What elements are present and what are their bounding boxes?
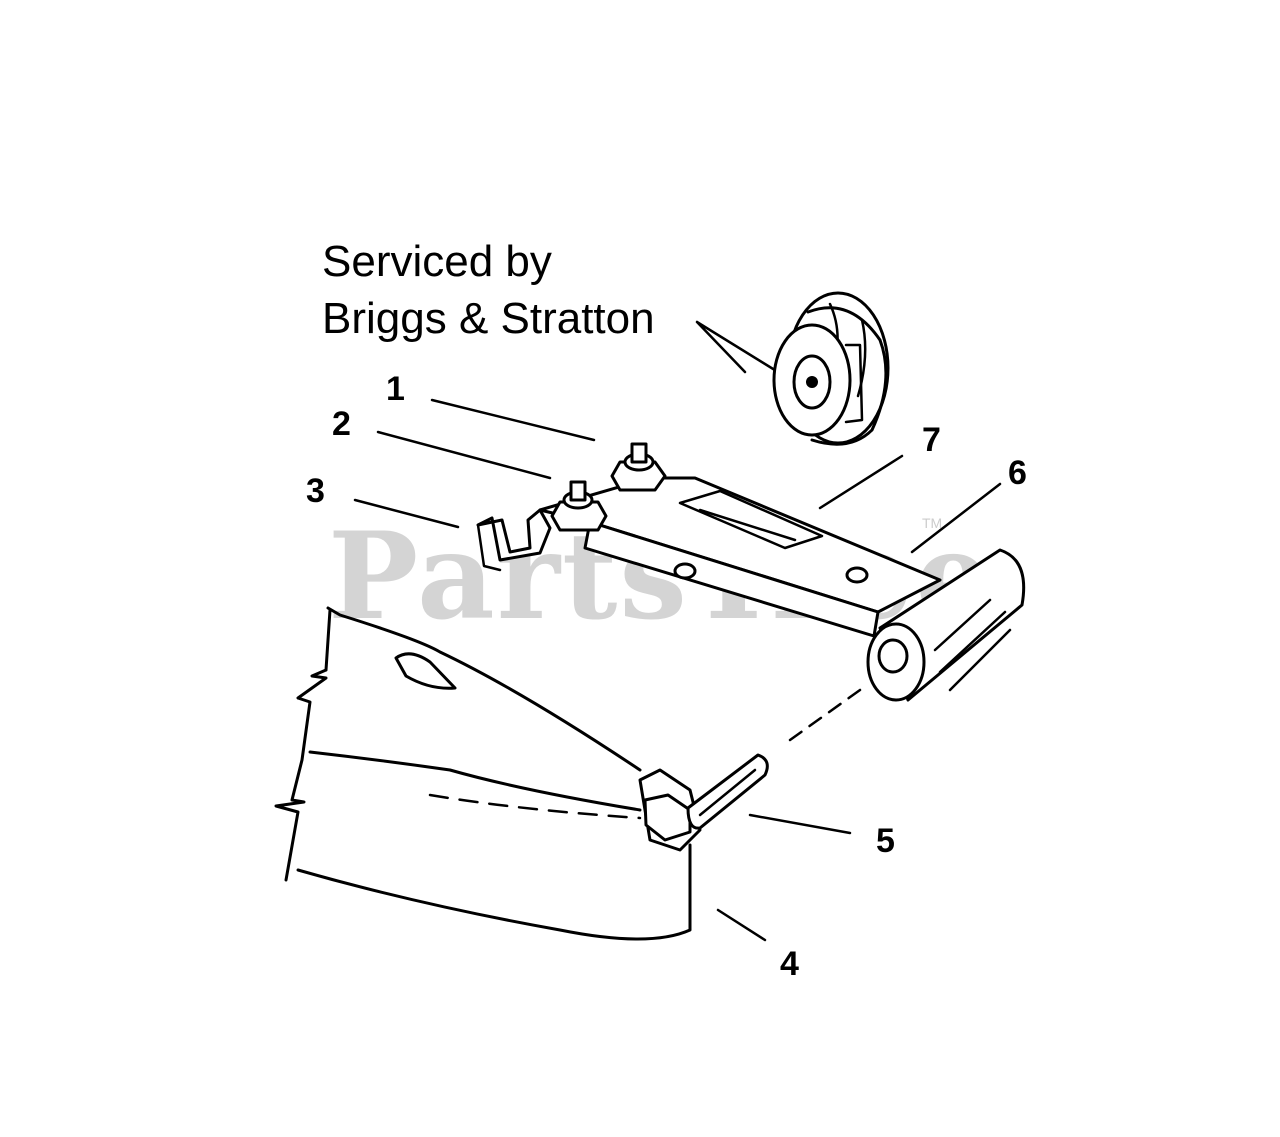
leader-2 — [376, 430, 552, 480]
watermark-trademark: TM — [922, 515, 942, 531]
service-note-leader — [695, 320, 780, 374]
service-note: Serviced by Briggs & Stratton — [322, 237, 780, 374]
callout-4: 4 — [780, 945, 799, 983]
callout-2: 2 — [332, 405, 351, 443]
wheel-part — [772, 291, 890, 446]
leader-7 — [818, 454, 904, 510]
callout-5: 5 — [876, 822, 895, 860]
leader-1 — [430, 398, 596, 442]
bolts — [550, 442, 667, 532]
callout-labels: 1 2 3 4 5 6 7 — [306, 370, 1027, 983]
service-note-line2: Briggs & Stratton — [322, 294, 655, 343]
service-note-line1: Serviced by — [322, 237, 552, 286]
leader-6 — [910, 482, 1002, 554]
axis-dashed-line — [788, 688, 862, 742]
chute-housing — [274, 606, 702, 941]
bracket-plate — [476, 476, 942, 638]
callout-6: 6 — [1008, 454, 1027, 492]
callout-7: 7 — [922, 421, 941, 459]
callout-3: 3 — [306, 472, 325, 510]
lever-part — [686, 753, 769, 830]
leader-5 — [748, 813, 852, 835]
roller-part — [866, 548, 1026, 702]
callout-1: 1 — [386, 370, 405, 408]
callout-leaders — [353, 398, 1002, 942]
leader-3 — [353, 498, 460, 529]
leader-4 — [716, 908, 767, 942]
